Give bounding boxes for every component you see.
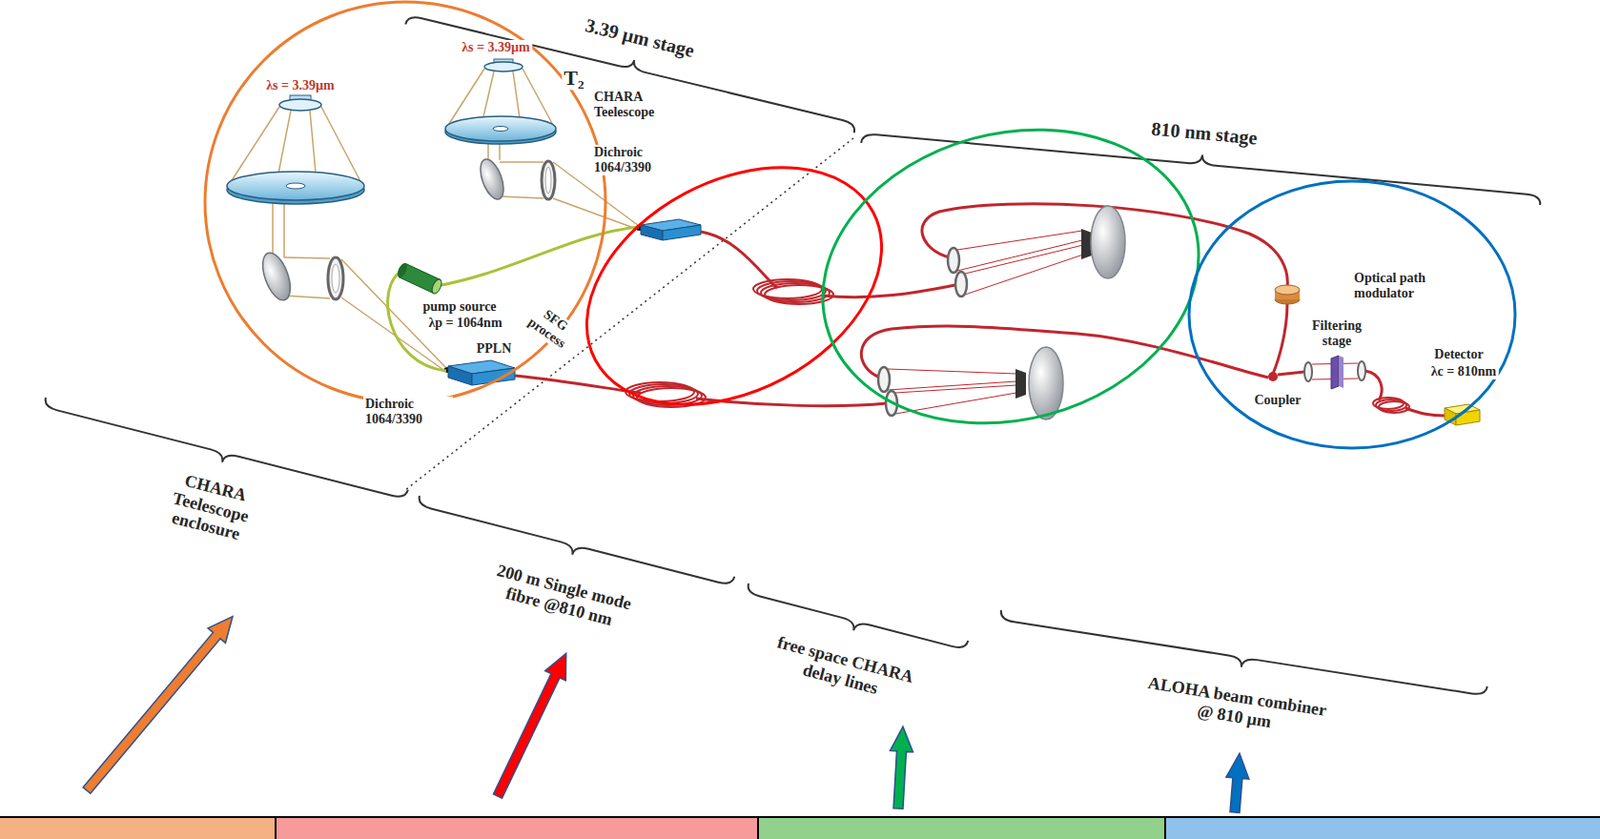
wavelength-label: λs = 3.39µm: [264, 78, 337, 94]
fibre-coil: [625, 279, 1410, 413]
colour-band: [0, 817, 1600, 839]
telescope-label: CHARA Teelescope: [592, 89, 682, 121]
section-label: ALOHA beam combiner @ 810 µm: [1134, 671, 1338, 741]
optical-fibre: [514, 204, 1445, 416]
wavelength-label: λs = 3.39µm: [459, 40, 533, 56]
component-label: Dichroic 1064/3390: [363, 396, 453, 428]
component-label: Detector: [1432, 347, 1485, 363]
component-label: Filtering stage: [1300, 318, 1374, 349]
section-label: CHARA Teelescope enclosure: [148, 464, 274, 551]
component-label: pump source: [420, 299, 498, 315]
pointer-arrow: [78, 609, 1252, 814]
telescope-symbol: [226, 95, 453, 373]
delay-line: [878, 205, 1126, 420]
bracket: [41, 5, 1542, 706]
stage-label: 810 nm stage: [1148, 117, 1261, 149]
component-label: Coupler: [1252, 392, 1304, 409]
section-label: free space CHARA delay lines: [758, 629, 928, 709]
telescope-label: T₂: [561, 65, 586, 90]
wavelength-label: λc = 810nm: [1429, 364, 1499, 380]
wavelength-label: λp = 1064nm: [426, 315, 504, 331]
stage-label: 3.39 µm stage: [581, 14, 699, 63]
region-outline: [205, 1, 1516, 465]
component-label: Optical path modulator: [1352, 270, 1452, 302]
section-label: 200 m Single mode fibre @810 nm: [472, 555, 652, 637]
stage-separator: [405, 138, 854, 491]
component-label: Dichroic 1064/3390: [592, 144, 682, 176]
component-label: PPLN: [474, 341, 514, 357]
